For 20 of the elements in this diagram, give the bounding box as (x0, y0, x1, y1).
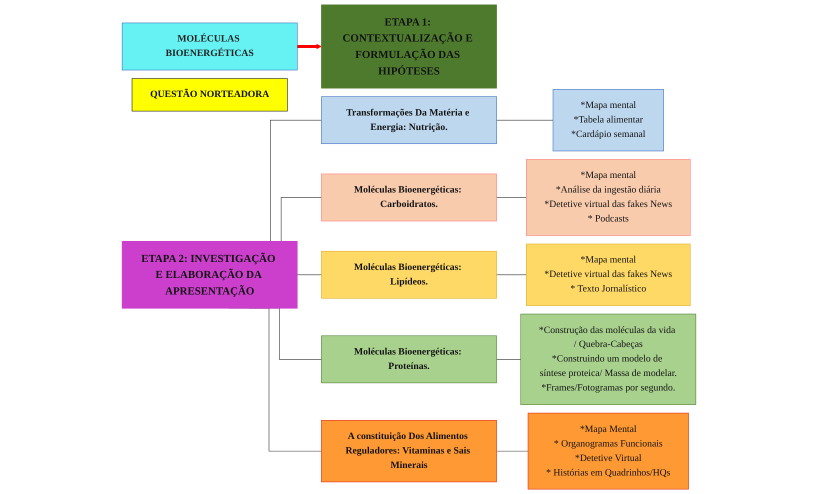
node-box: ETAPA 1: CONTEXTUALIZAÇÃO E FORMULAÇÃO DAS HIPÓTESES (321, 4, 497, 88)
connector (496, 197, 527, 198)
node-box: ETAPA 2: INVESTIGAÇÃO E ELABORAÇÃO DA APRESENTAÇÃO (122, 240, 298, 309)
node-box: *Construção das moléculas da vida / Quebra-Cabeças *Construindo um modelo de síntese proteica/ Massa de modelar. *Frames/Fotogramas por segundo. (520, 314, 696, 405)
node-box: Transformações Da Matéria e Energia: Nutrição. (321, 96, 497, 144)
node-box: *Mapa Mental * Organogramas Funcionais *Detetive Virtual * Histórias em Quadrinhos/HQs (528, 412, 689, 490)
connector (496, 274, 527, 276)
connector (496, 450, 528, 452)
node-box: *Mapa mental *Tabela alimentar *Cardápio semanal (552, 89, 664, 152)
node-box: Moléculas Bioenergéticas: Carboidratos. (321, 174, 497, 222)
connector (496, 359, 522, 360)
node-box: A constituição Dos Alimentos Reguladores: Vitaminas e Sais Minerais (321, 420, 497, 482)
connector (296, 274, 322, 276)
node-box: *Mapa mental *Detetive virtual das fakes News * Texto Jornalístico (526, 244, 691, 306)
node-box: Moléculas Bioenergéticas: Proteínas. (321, 335, 497, 384)
node-box: MOLÉCULAS BIOENERGÉTICAS (122, 22, 298, 70)
node-box: QUESTÃO NORTEADORA (132, 78, 288, 112)
node-box: *Mapa mental *Análise da ingestão diária *Detetive virtual das fakes News * Podcasts (526, 159, 691, 236)
arrow (297, 44, 322, 50)
node-box: Moléculas Bioenergéticas: Lipídeos. (321, 250, 497, 299)
